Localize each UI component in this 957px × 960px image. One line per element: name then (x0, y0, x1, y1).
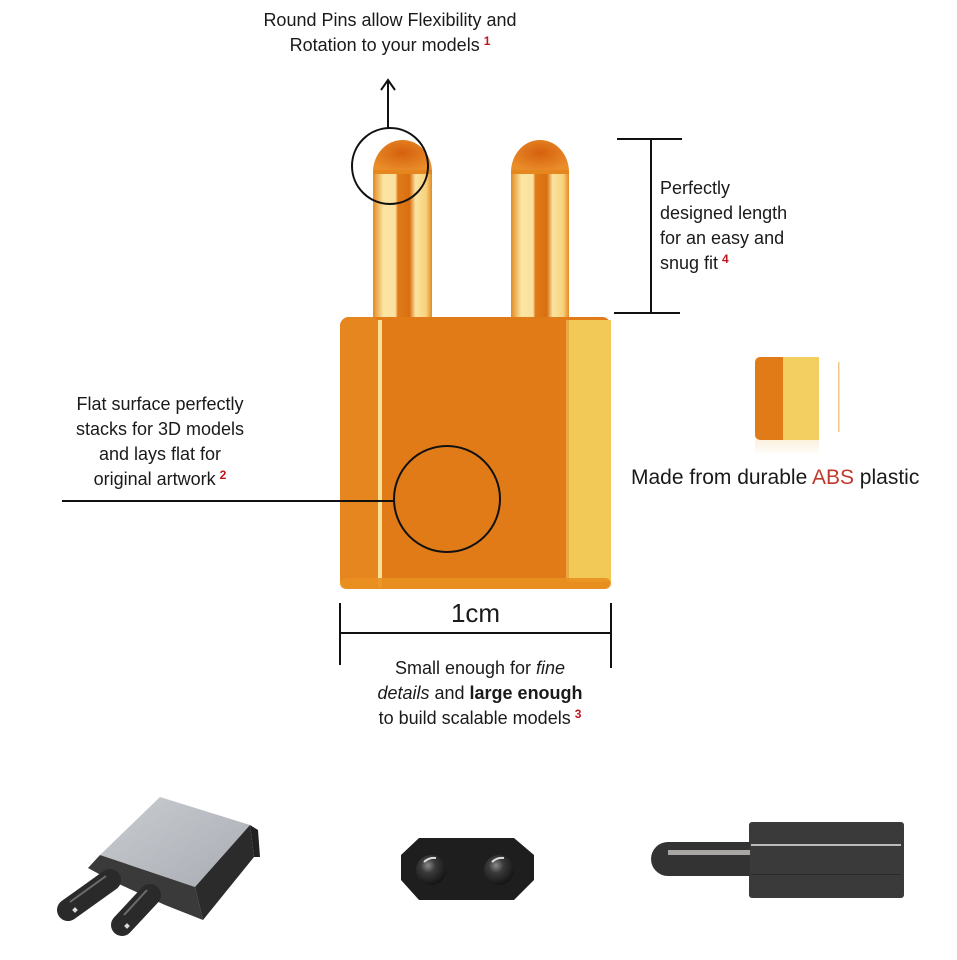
footnote-1: 1 (483, 34, 491, 48)
orange-peg-left-pin (373, 140, 432, 320)
footnote-3: 3 (574, 707, 582, 721)
footnote-2: 2 (219, 468, 227, 482)
flat-surface-caption: Flat surface perfectly stacks for 3D mod… (45, 392, 275, 492)
dimension-label-1cm: 1cm (450, 598, 501, 628)
gray-peg-side-view (651, 822, 904, 898)
round-pins-caption: Round Pins allow Flexibility and Rotatio… (230, 8, 550, 58)
round-pins-line1: Round Pins allow Flexibility and (263, 10, 517, 30)
orange-peg-right-pin (511, 140, 569, 320)
footnote-4: 4 (722, 252, 729, 266)
abs-highlight: ABS (811, 466, 854, 489)
length-dimension-bar (614, 138, 682, 314)
width-dimension-bar (339, 603, 612, 668)
length-caption: Perfectly designed length for an easy an… (660, 176, 830, 276)
pin-tip-callout-circle (351, 78, 429, 205)
length-line2: designed length (660, 203, 788, 223)
material-caption: Made from durable ABS plastic (631, 466, 920, 489)
abs-material-swatch (750, 357, 840, 456)
size-line2: details and large enough (377, 683, 583, 703)
flat-surface-line2: stacks for 3D models (75, 419, 245, 439)
length-line1: Perfectly (660, 178, 731, 198)
size-caption: Small enough for fine details and large … (330, 656, 630, 731)
flat-surface-line3: and lays flat for (98, 444, 222, 464)
gray-peg-end-view (401, 838, 534, 900)
flat-surface-callout-circle (62, 445, 501, 553)
size-line1: Small enough for fine (394, 658, 566, 678)
flat-surface-line1: Flat surface perfectly (76, 394, 244, 414)
length-line3: for an easy and (660, 228, 785, 248)
gray-peg-isometric-view (57, 797, 260, 936)
orange-peg-body (340, 317, 611, 589)
